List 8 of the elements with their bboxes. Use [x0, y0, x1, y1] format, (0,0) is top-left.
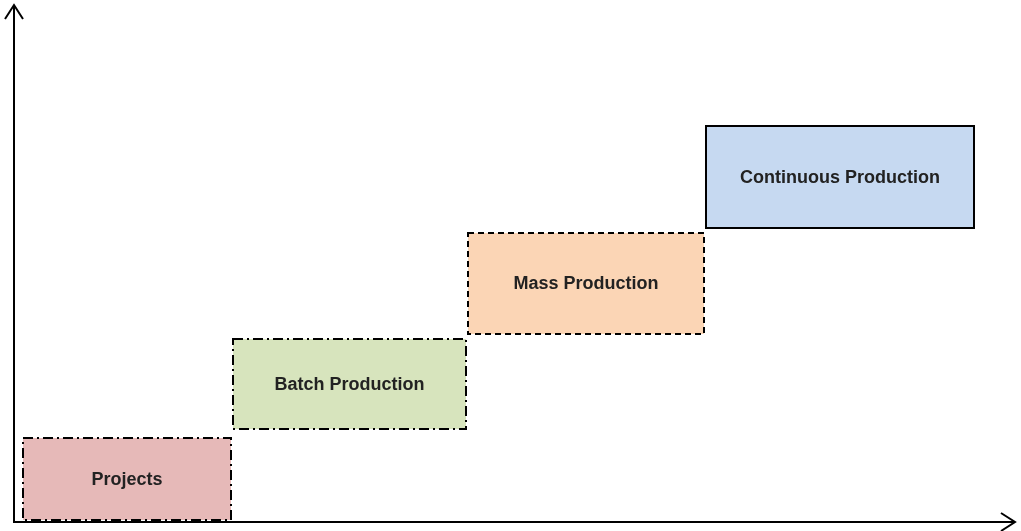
- box-label: Mass Production: [512, 272, 660, 296]
- box-label: Projects: [90, 467, 164, 491]
- step-box: [22, 437, 232, 521]
- box-label: Continuous Production: [739, 165, 941, 189]
- box-label: Batch Production: [273, 372, 426, 396]
- step-box: [705, 125, 975, 229]
- step-box: [467, 232, 705, 335]
- step-box: [232, 338, 467, 430]
